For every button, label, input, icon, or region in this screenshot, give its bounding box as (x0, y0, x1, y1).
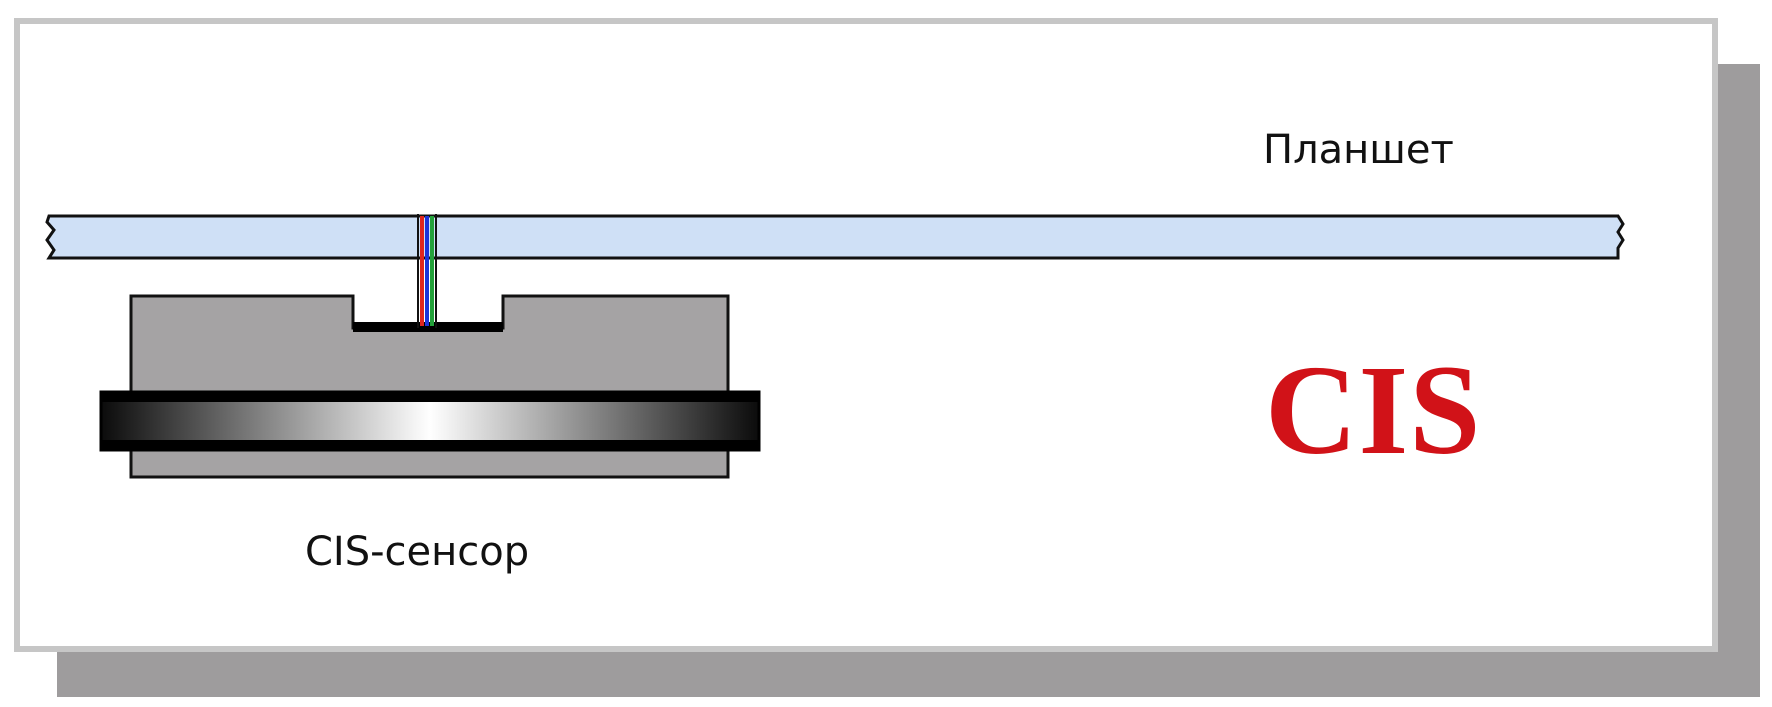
tablet-glass (45, 214, 1625, 260)
tablet-label: Планшет (1263, 127, 1454, 173)
lens-bar-highlight-bottom (101, 440, 759, 450)
light-ray-green (430, 216, 434, 326)
sensor-label: CIS-сенсор (305, 529, 530, 575)
light-ray-red (420, 216, 424, 326)
light-ray-blue (425, 216, 429, 326)
lens-bar-highlight-top (101, 392, 759, 402)
cis-brand-text: CIS (1265, 339, 1482, 481)
sensor-notch (353, 322, 503, 332)
